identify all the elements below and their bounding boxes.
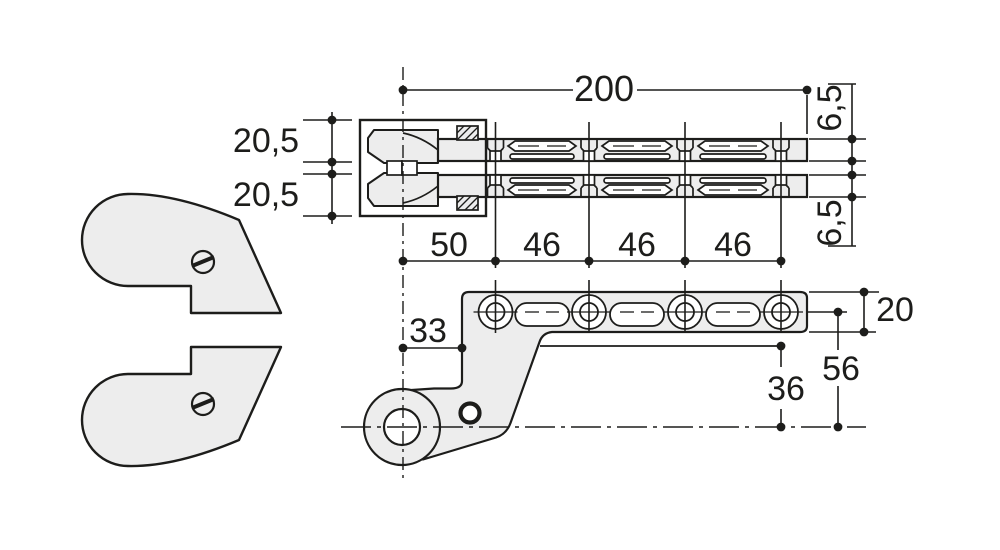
dimension-dots — [327, 85, 869, 432]
slot-outline — [696, 184, 770, 196]
dim-drop36-label: 36 — [767, 370, 805, 408]
screw-slot-icon — [191, 255, 215, 268]
centre-tab — [386, 160, 403, 176]
cover-cap-bottom — [80, 345, 283, 468]
slot-outline — [600, 184, 674, 196]
slot-outline — [603, 153, 671, 160]
dim-profile-height-label: 20 — [876, 291, 914, 329]
dimension-labels: 200 20,5 20,5 6,5 6,5 50 46 46 46 33 36 … — [233, 68, 914, 408]
dim-lower-half-label: 20,5 — [233, 176, 299, 214]
top-view — [358, 118, 809, 218]
screw-slot-icon — [191, 397, 215, 410]
dimensions — [303, 83, 879, 427]
dim-upper-half-label: 20,5 — [233, 122, 299, 160]
leaf-curve-top — [402, 132, 439, 151]
cover-caps — [80, 192, 283, 468]
pin-section-hatch — [456, 125, 479, 211]
slot-outline — [699, 177, 767, 184]
leaf-curve-bottom — [402, 185, 439, 204]
adjustment-slot — [705, 302, 761, 327]
dim-drop56-label: 56 — [822, 350, 860, 388]
dim-pitch2-label: 46 — [523, 226, 561, 264]
dim-edge-offset-bottom-label: 6,5 — [811, 199, 849, 246]
dim-pivot-offset-label: 33 — [409, 312, 447, 350]
slot-outline — [509, 153, 575, 160]
dim-edge-offset-top-label: 6,5 — [811, 84, 849, 131]
slot-outline — [603, 177, 671, 184]
dim-pitch1-label: 50 — [430, 226, 468, 264]
pivot-housing-outline — [358, 118, 488, 218]
centre-tab — [401, 160, 418, 176]
slot-outline — [506, 140, 578, 152]
dim-pitch4-label: 46 — [714, 226, 752, 264]
dim-overall-length-label: 200 — [574, 68, 634, 109]
slot-outline — [506, 184, 578, 196]
rivet-hole — [458, 401, 482, 425]
dim-pitch3-label: 46 — [618, 226, 656, 264]
slot-outline — [699, 153, 767, 160]
cover-cap-top — [80, 192, 283, 315]
slot-outline — [600, 140, 674, 152]
adjustment-slot — [609, 302, 665, 327]
adjustment-slot — [514, 302, 571, 327]
slot-outline — [696, 140, 770, 152]
slot-outline — [509, 177, 575, 184]
